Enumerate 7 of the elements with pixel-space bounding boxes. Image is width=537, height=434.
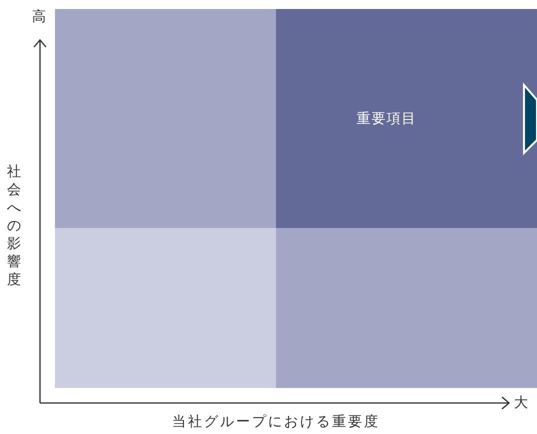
quadrant-box: [55, 228, 276, 388]
axis-title: 社会への影響度: [7, 163, 22, 289]
quadrant-box: [276, 228, 537, 388]
quadrant-box: [55, 9, 276, 228]
quadrant-box: [276, 9, 537, 228]
axis-title: 当社グループにおける重要度: [172, 415, 380, 429]
quadrant-label: 重要項目: [356, 110, 416, 128]
